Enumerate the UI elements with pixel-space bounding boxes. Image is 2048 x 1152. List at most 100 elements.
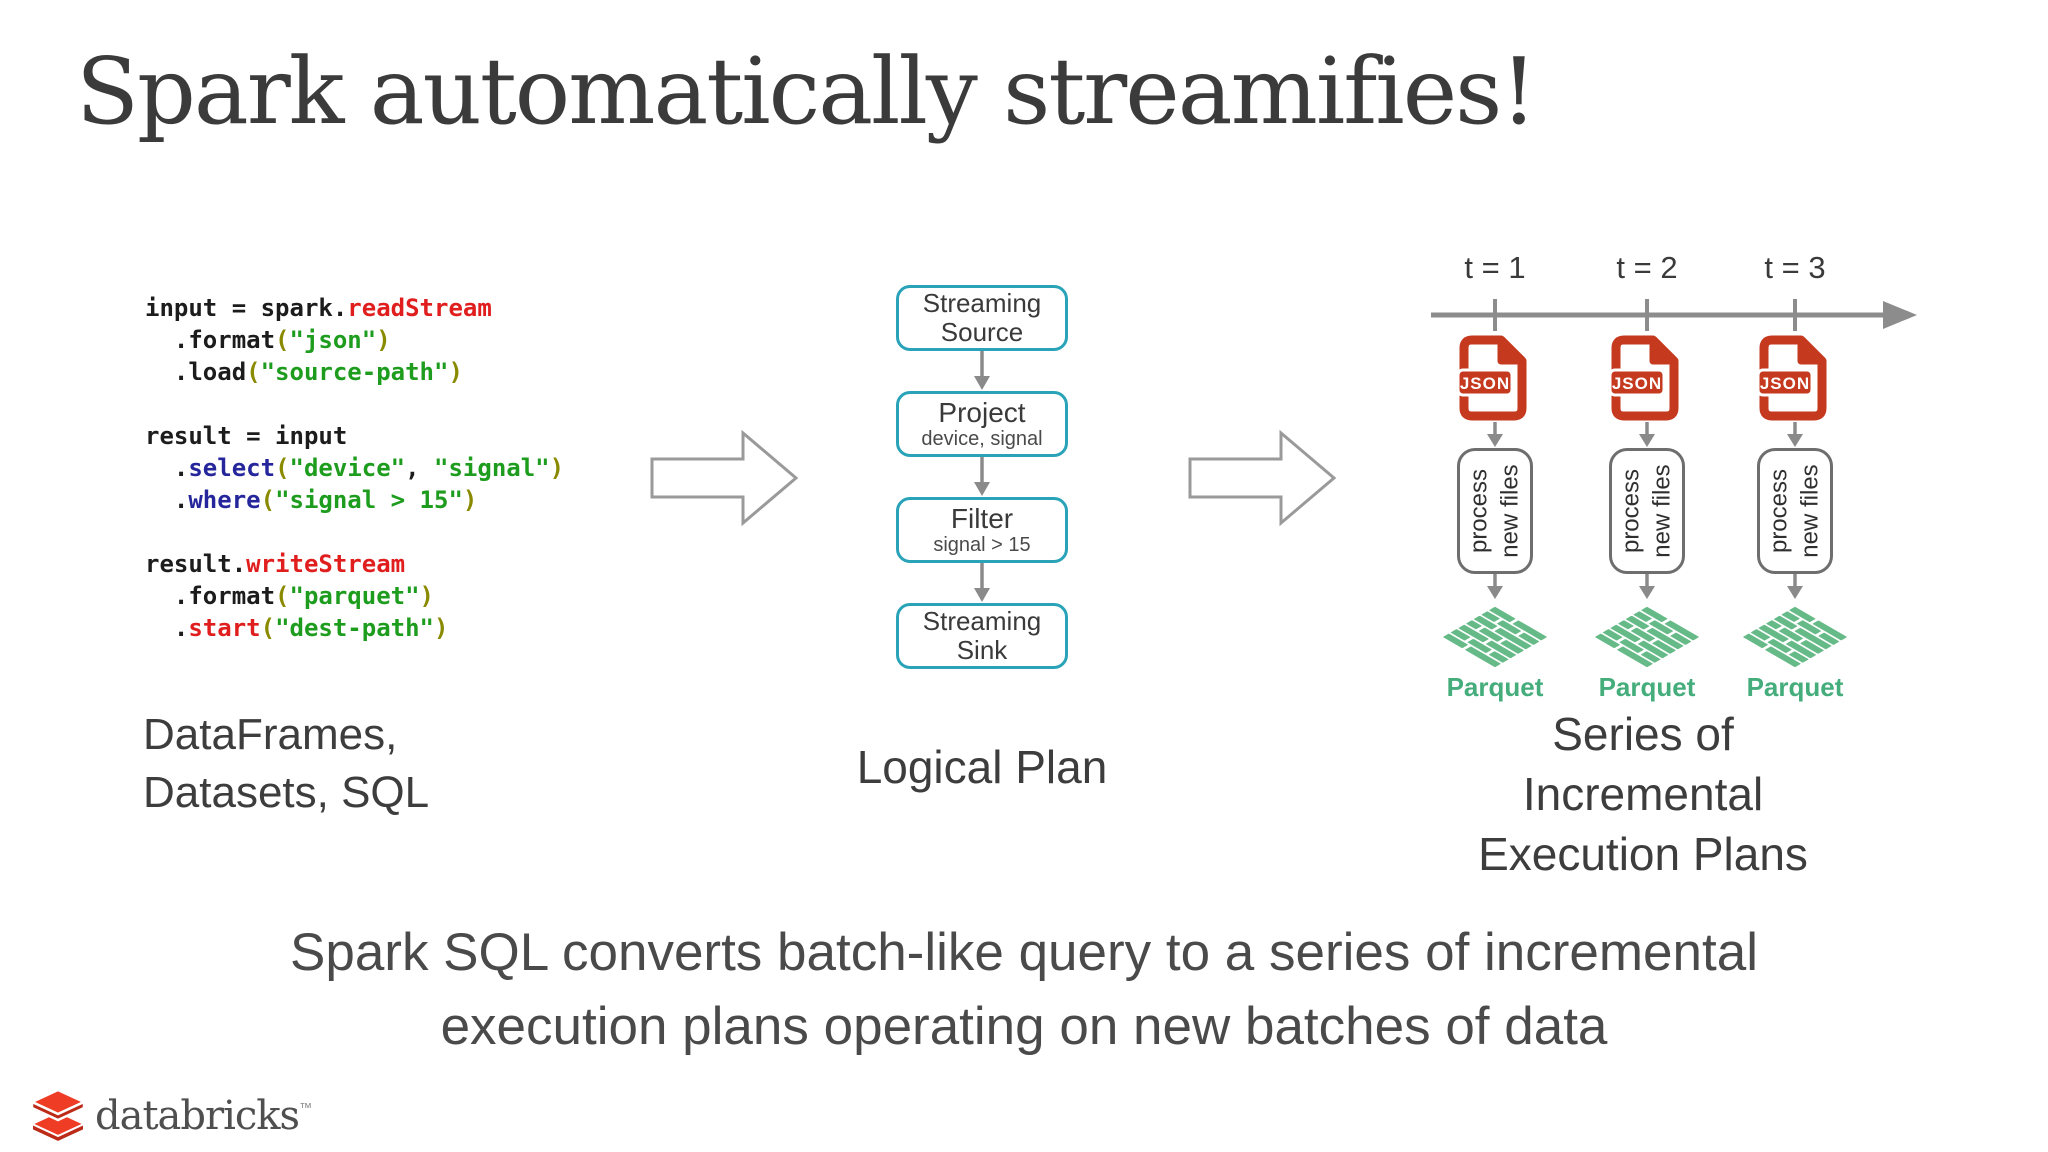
code-token: ) xyxy=(419,582,434,610)
incremental-label-line2: Execution Plans xyxy=(1478,828,1808,880)
down-arrow-icon xyxy=(1636,422,1658,448)
down-arrow-icon xyxy=(971,351,993,391)
json-file-icon: JSON xyxy=(1756,334,1833,422)
down-arrow-icon xyxy=(1784,574,1806,600)
dataframes-label: DataFrames, Datasets, SQL xyxy=(143,706,429,822)
code-token: "json" xyxy=(289,326,377,354)
code-token: result = input xyxy=(145,422,348,450)
right-block-arrow-icon xyxy=(1186,428,1338,528)
code-line: .format("parquet") xyxy=(145,580,564,612)
plan-box: Streaming Sink xyxy=(896,603,1068,669)
bottom-caption-line2: execution plans operating on new batches… xyxy=(440,997,1608,1056)
code-token: result. xyxy=(145,550,247,578)
code-token: ( xyxy=(260,614,276,642)
code-line xyxy=(145,516,564,548)
code-token: ( xyxy=(275,454,290,482)
down-arrow-icon xyxy=(1484,422,1506,448)
code-line: .where("signal > 15") xyxy=(145,484,564,516)
code-line: result = input xyxy=(145,420,564,452)
time-label: t = 3 xyxy=(1764,250,1826,285)
code-line: input = spark.readStream xyxy=(145,292,564,324)
databricks-bricks-icon xyxy=(26,1088,95,1144)
dataframes-label-line1: DataFrames, xyxy=(143,710,398,759)
code-token: "signal" xyxy=(434,454,550,482)
code-token: .format xyxy=(145,582,276,610)
code-token: ( xyxy=(275,582,290,610)
time-label: t = 1 xyxy=(1464,250,1526,285)
down-arrow-icon xyxy=(971,457,993,497)
code-token: input = spark. xyxy=(145,294,348,322)
code-token: .load xyxy=(145,358,247,386)
parquet-label: Parquet xyxy=(1746,672,1844,702)
code-token: "parquet" xyxy=(289,582,420,610)
code-line: .load("source-path") xyxy=(145,356,564,388)
code-token: ( xyxy=(260,486,276,514)
code-token: readStream xyxy=(347,294,492,322)
down-arrow-icon xyxy=(971,563,993,603)
code-token: "device" xyxy=(289,454,406,482)
parquet-label: Parquet xyxy=(1598,672,1696,702)
databricks-logo: databricks ™ xyxy=(26,1088,312,1144)
code-token: where xyxy=(188,486,261,514)
plan-box-title: Streaming Sink xyxy=(922,606,1042,665)
code-token: . xyxy=(145,486,189,514)
svg-text:JSON: JSON xyxy=(1760,374,1810,393)
time-label: t = 2 xyxy=(1616,250,1678,285)
parquet-icon xyxy=(1583,602,1711,672)
svg-text:JSON: JSON xyxy=(1612,374,1662,393)
code-line: .format("json") xyxy=(145,324,564,356)
databricks-wordmark: databricks xyxy=(95,1093,300,1139)
timeline-axis xyxy=(1425,293,1925,339)
json-file-icon: JSON xyxy=(1456,334,1533,422)
code-token: ) xyxy=(462,486,478,514)
code-token: writeStream xyxy=(246,550,406,578)
code-token: , xyxy=(405,454,435,482)
down-arrow-icon xyxy=(1636,574,1658,600)
parquet-icon xyxy=(1731,602,1859,672)
code-line: result.writeStream xyxy=(145,548,564,580)
trademark-symbol: ™ xyxy=(299,1100,313,1115)
parquet-label: Parquet xyxy=(1446,672,1544,702)
right-block-arrow-icon xyxy=(648,428,800,528)
code-block: input = spark.readStream .format("json")… xyxy=(145,292,564,644)
code-line: .select("device", "signal") xyxy=(145,452,564,484)
logical-plan-label: Logical Plan xyxy=(856,741,1108,793)
code-token: ) xyxy=(549,454,565,482)
incremental-label-line1: Series of Incremental xyxy=(1522,708,1764,820)
plan-box-subtitle: device, signal xyxy=(921,428,1043,450)
code-token: "dest-path" xyxy=(275,614,435,642)
parquet-icon xyxy=(1431,602,1559,672)
code-line: .start("dest-path") xyxy=(145,612,564,644)
dataframes-label-line2: Datasets, SQL xyxy=(143,768,430,817)
code-token: start xyxy=(188,614,261,642)
plan-box: Streaming Source xyxy=(896,285,1068,351)
code-token: ) xyxy=(448,358,463,386)
code-token: . xyxy=(145,614,189,642)
json-file-icon: JSON xyxy=(1608,334,1685,422)
incremental-label: Series of Incremental Execution Plans xyxy=(1438,704,1848,884)
bottom-caption-line1: Spark SQL converts batch-like query to a… xyxy=(290,923,1758,982)
code-token: ) xyxy=(434,614,449,642)
svg-text:JSON: JSON xyxy=(1460,374,1510,393)
bottom-caption: Spark SQL converts batch-like query to a… xyxy=(0,916,2048,1064)
down-arrow-icon xyxy=(1784,422,1806,448)
code-token: ( xyxy=(275,326,290,354)
code-token: "source-path" xyxy=(260,358,449,386)
plan-box-title: Project xyxy=(938,397,1026,428)
down-arrow-icon xyxy=(1484,574,1506,600)
code-token: select xyxy=(188,454,276,482)
code-token: ) xyxy=(376,326,391,354)
code-token: "signal > 15" xyxy=(275,486,463,514)
code-token: ( xyxy=(246,358,261,386)
